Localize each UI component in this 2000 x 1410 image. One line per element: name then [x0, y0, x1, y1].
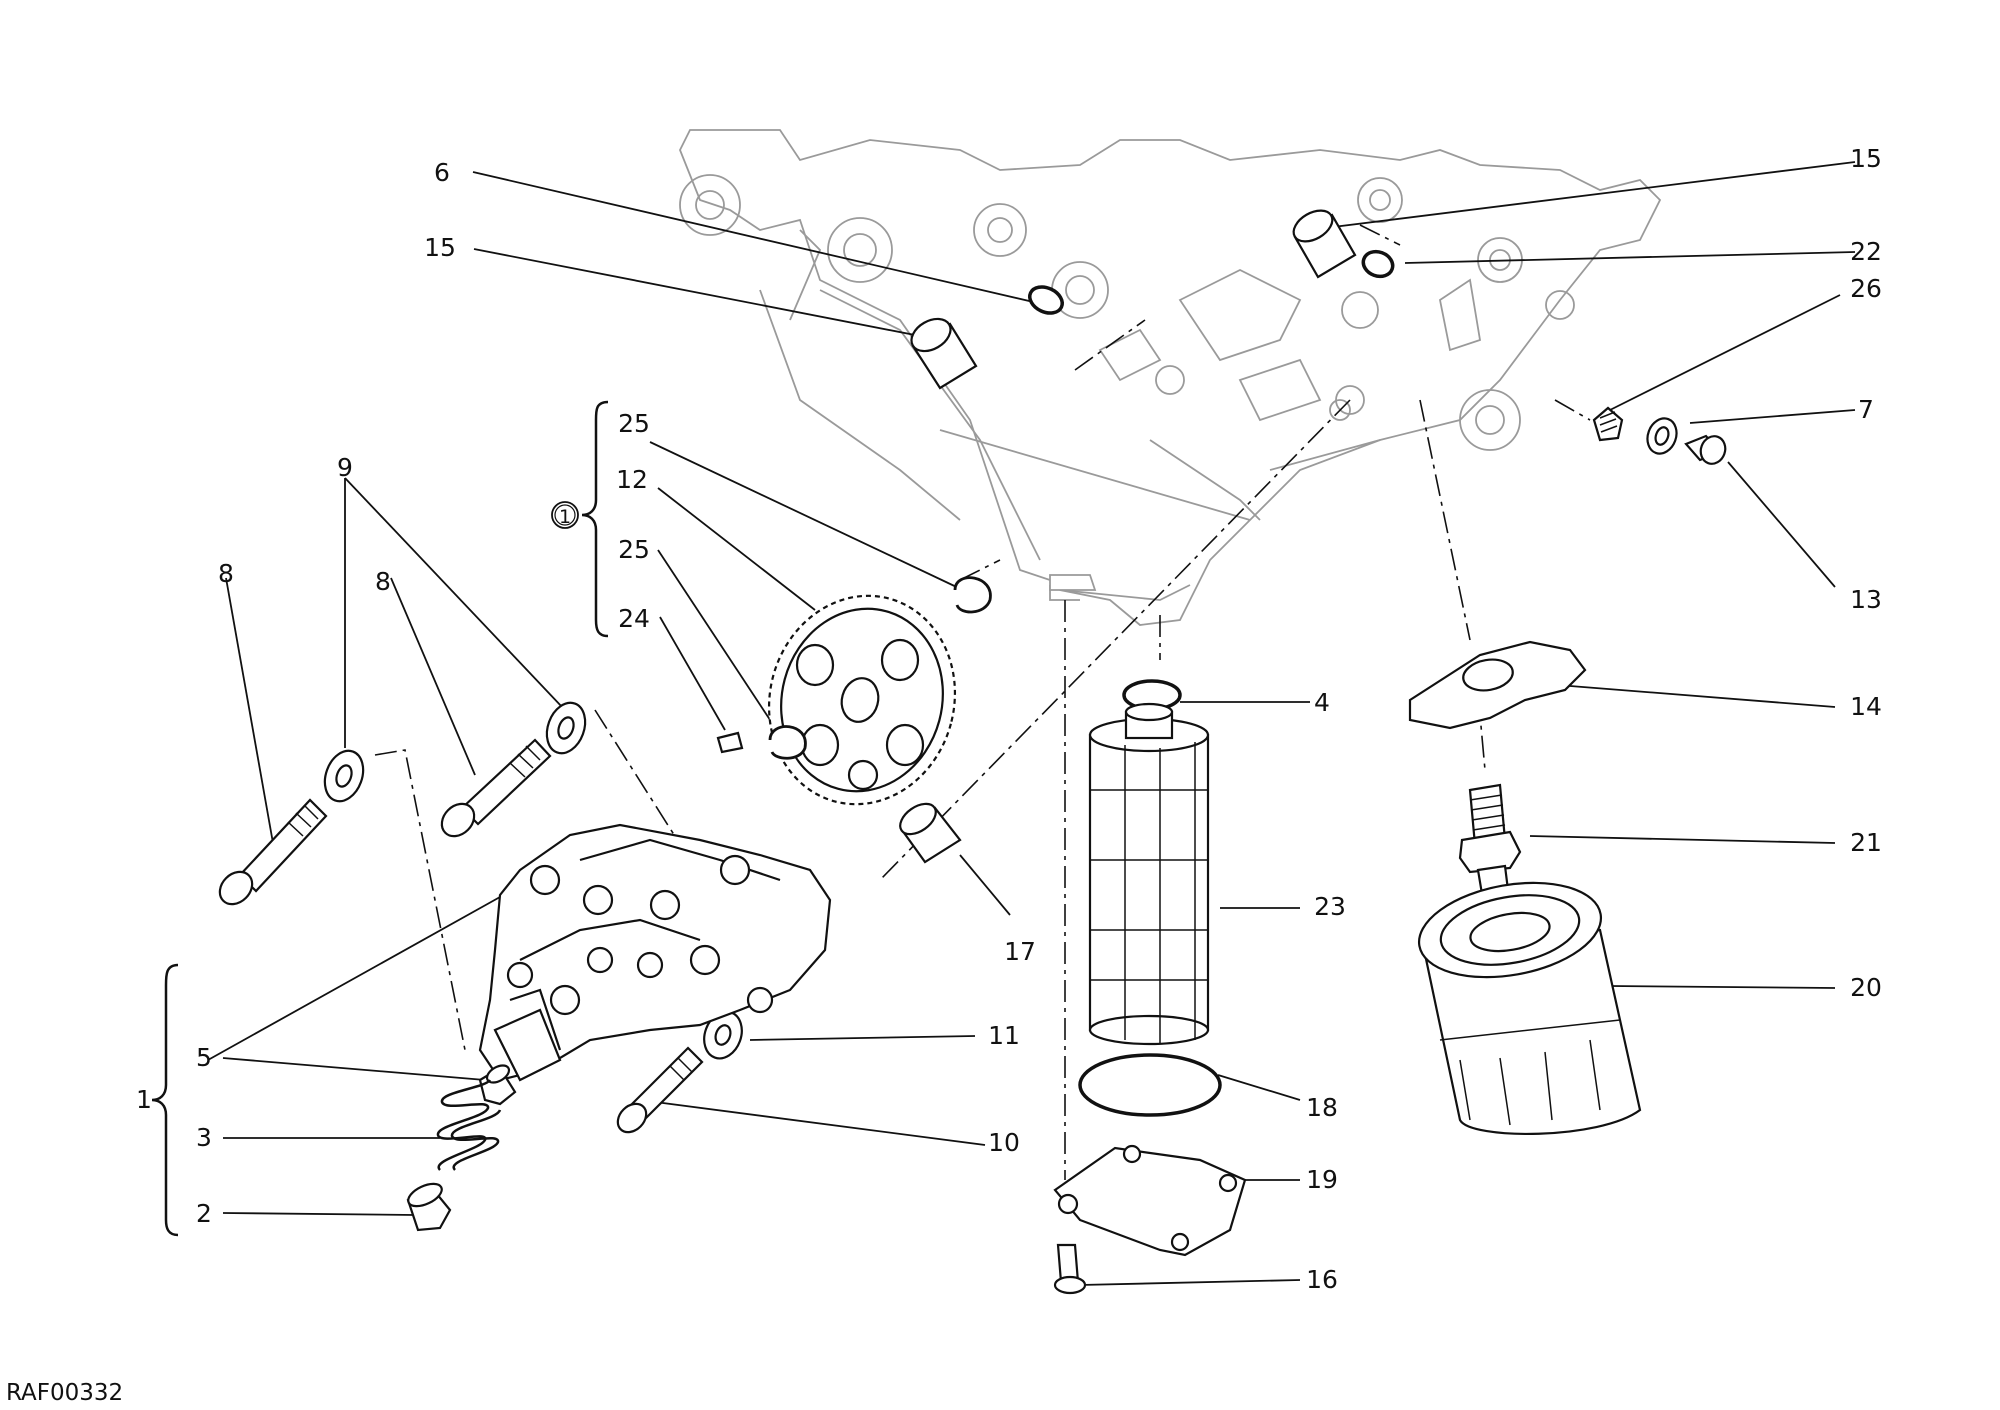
circlip-upper [953, 576, 992, 614]
threaded-nipple [1458, 783, 1522, 896]
oil-pump-body [478, 823, 832, 1082]
group-marker: 1 [551, 501, 579, 529]
pump-bolt-left [218, 798, 328, 906]
callout-24: 24 [618, 604, 650, 633]
washer-left [323, 749, 365, 803]
plug-assembly [1592, 406, 1727, 465]
callout-14: 14 [1850, 692, 1882, 721]
callout-11: 11 [988, 1021, 1020, 1050]
o-ring-right [1361, 249, 1395, 279]
cover-screw [1053, 1243, 1087, 1295]
filter-cover-plate [1053, 1144, 1247, 1257]
callout-labels: 1 2 3 4 5 6 7 8 8 9 10 11 12 13 14 15 15… [136, 144, 1882, 1294]
oil-filter-cartridge [1417, 881, 1642, 1136]
cover-gasket [1078, 1053, 1222, 1117]
mesh-screen-filter [1088, 702, 1210, 1046]
callout-12: 12 [616, 465, 648, 494]
callout-23: 23 [1314, 892, 1346, 921]
callout-15-left: 15 [424, 233, 456, 262]
callout-3: 3 [196, 1123, 212, 1152]
callout-4: 4 [1314, 688, 1330, 717]
callout-17: 17 [1004, 937, 1036, 966]
callout-25-lower: 25 [618, 535, 650, 564]
callout-20: 20 [1850, 973, 1882, 1002]
crankcase-housing [679, 129, 1662, 626]
dowel-bushing-right [1292, 209, 1357, 279]
leader-lines [207, 161, 1856, 1286]
pump-drive-gear [767, 594, 957, 806]
dowel-bushing-left [910, 317, 978, 390]
group-marker-text: 1 [559, 506, 571, 528]
relief-valve-plug [406, 1182, 452, 1232]
pump-bolt-lower [616, 1046, 704, 1134]
callout-21: 21 [1850, 828, 1882, 857]
callout-22: 22 [1850, 237, 1882, 266]
callout-18: 18 [1306, 1093, 1338, 1122]
callout-2: 2 [196, 1199, 212, 1228]
callout-19: 19 [1306, 1165, 1338, 1194]
o-ring-left [1028, 285, 1064, 315]
callout-7: 7 [1858, 395, 1874, 424]
callout-8-left: 8 [218, 559, 234, 588]
callout-16: 16 [1306, 1265, 1338, 1294]
callout-5: 5 [196, 1043, 212, 1072]
pump-bushing [899, 802, 962, 864]
pump-bolt-right [440, 738, 552, 838]
filter-bracket-plate [1408, 640, 1587, 730]
callout-1: 1 [136, 1085, 152, 1114]
callout-10: 10 [988, 1128, 1020, 1157]
washer-right [545, 701, 587, 755]
callout-8-right: 8 [375, 567, 391, 596]
relief-valve-plunger [478, 1064, 517, 1106]
callout-26: 26 [1850, 274, 1882, 303]
callout-15-right: 15 [1850, 144, 1882, 173]
gear-key [716, 731, 744, 754]
relief-valve-spring [436, 1079, 502, 1171]
callout-25-upper: 25 [618, 409, 650, 438]
circlip-lower [768, 725, 807, 760]
drawing-reference-code: RAF00332 [6, 1380, 123, 1406]
callout-13: 13 [1850, 585, 1882, 614]
washer-lower [703, 1010, 743, 1060]
group-brace-upper [581, 400, 609, 638]
callout-6: 6 [434, 158, 450, 187]
callout-9: 9 [337, 453, 353, 482]
group-brace-lower [151, 963, 179, 1237]
